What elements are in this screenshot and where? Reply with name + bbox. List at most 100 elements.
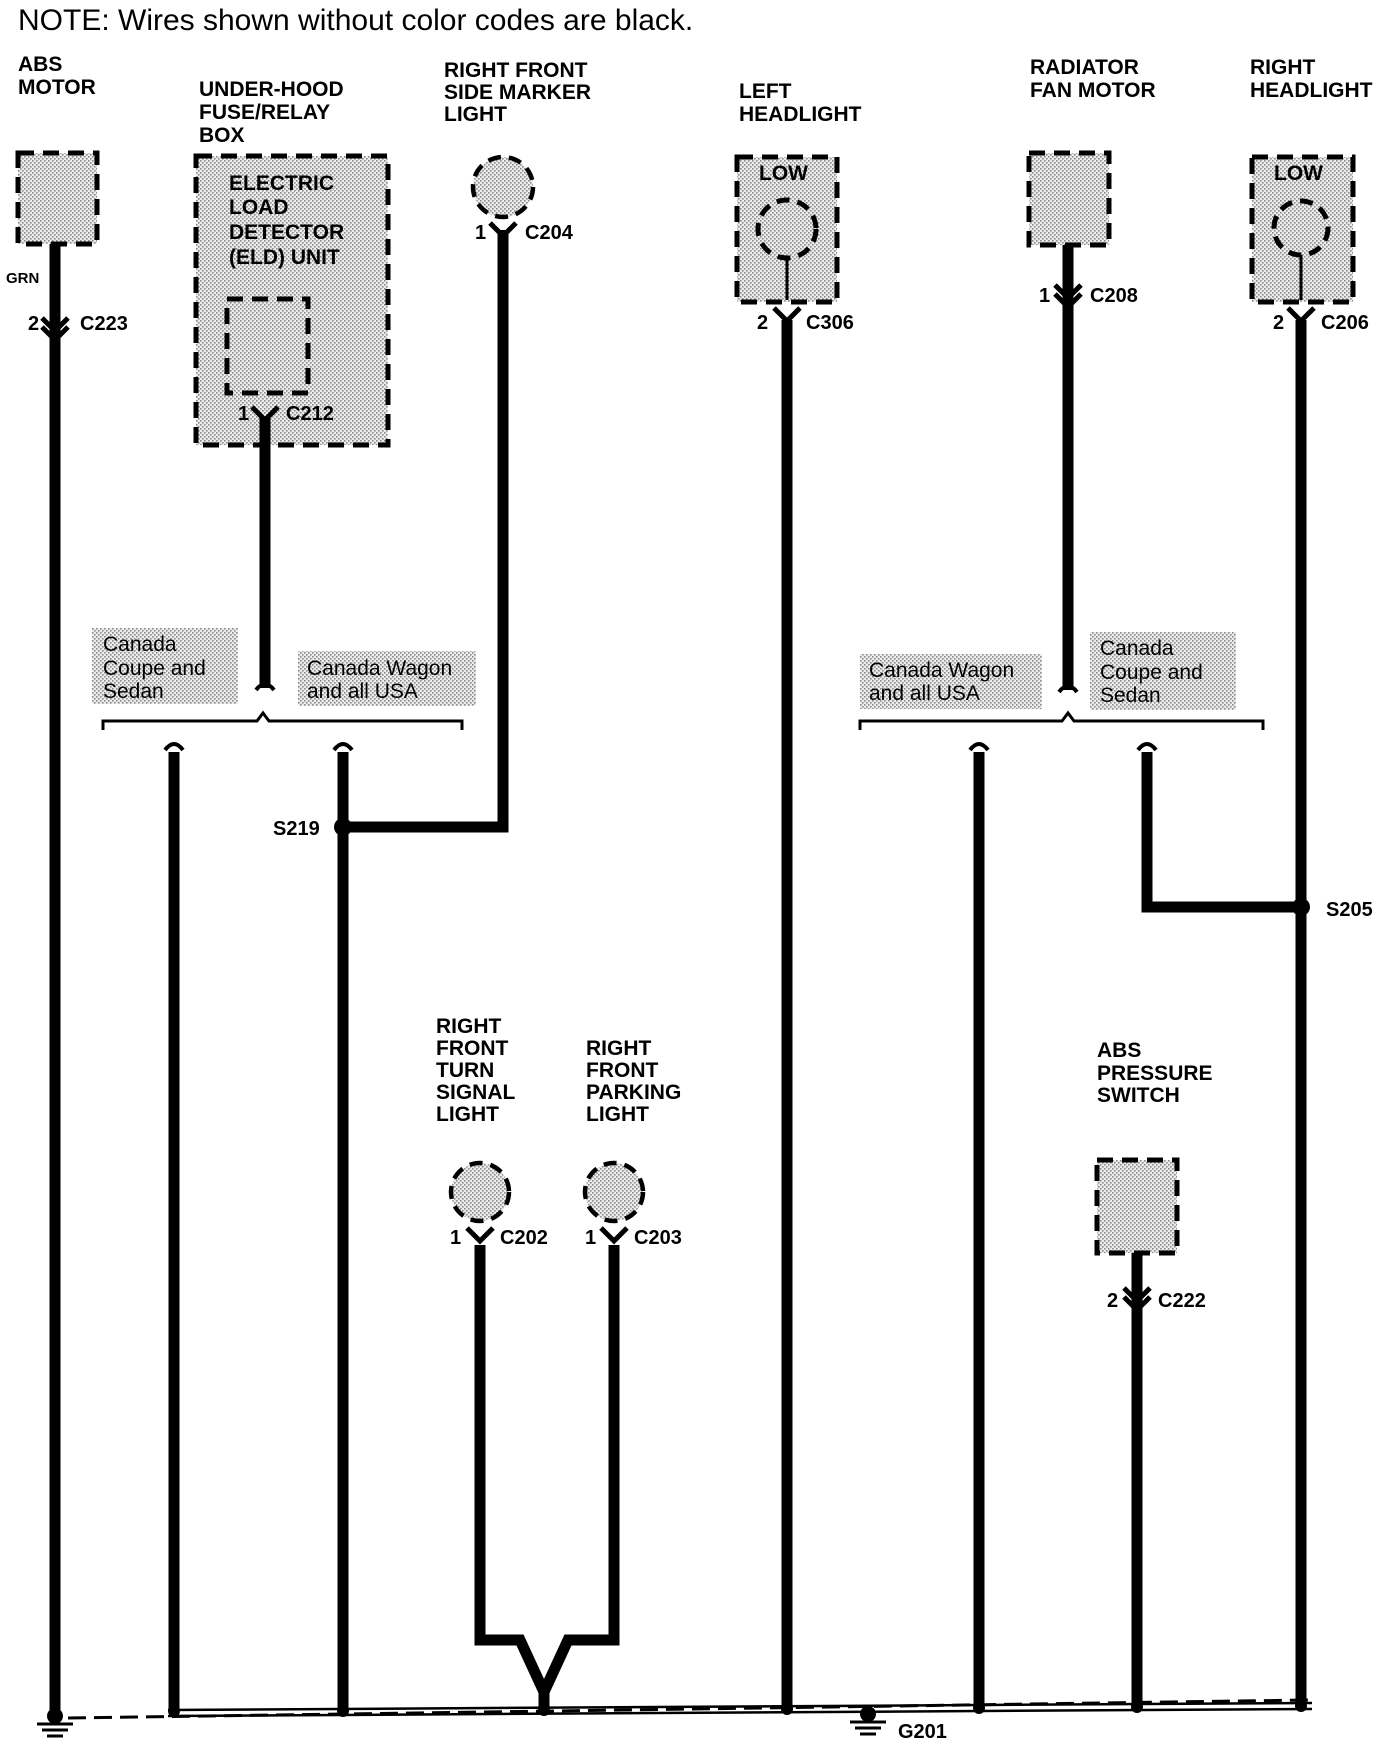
svg-text:C222: C222 xyxy=(1158,1290,1206,1312)
svg-text:MOTOR: MOTOR xyxy=(18,76,96,99)
connector-c208: 1 C208 xyxy=(1039,283,1138,311)
svg-text:FAN MOTOR: FAN MOTOR xyxy=(1030,79,1156,102)
right-front-turn-signal-bulb xyxy=(448,1160,512,1224)
svg-text:SIGNAL: SIGNAL xyxy=(436,1081,516,1104)
radiator-fan-motor-box xyxy=(1026,150,1112,248)
abs-pressure-switch-box xyxy=(1094,1157,1180,1256)
eld-unit-label: ELECTRIC LOAD DETECTOR (ELD) UNIT xyxy=(229,172,344,269)
svg-text:PRESSURE: PRESSURE xyxy=(1097,1062,1213,1085)
connector-c202: 1 C202 xyxy=(450,1226,548,1249)
left-headlight-label: LEFT HEADLIGHT xyxy=(739,80,862,126)
svg-text:2: 2 xyxy=(1273,312,1284,334)
svg-text:PARKING: PARKING xyxy=(586,1081,681,1104)
svg-text:ABS: ABS xyxy=(18,53,62,76)
svg-text:FRONT: FRONT xyxy=(436,1037,508,1060)
right-headlight-label: RIGHT HEADLIGHT xyxy=(1250,56,1373,102)
svg-text:FRONT: FRONT xyxy=(586,1059,658,1082)
variant-brace-right xyxy=(858,710,1265,730)
svg-text:C306: C306 xyxy=(806,312,854,334)
right-front-side-marker-bulb xyxy=(470,154,536,220)
svg-text:C204: C204 xyxy=(525,222,574,244)
abs-motor-label: ABS MOTOR xyxy=(18,53,96,99)
svg-text:1: 1 xyxy=(1039,285,1050,307)
variant-label-canada-coupe-sedan-right: Canada Coupe and Sedan xyxy=(1100,637,1203,707)
ground-g201-symbol xyxy=(850,1706,886,1736)
connector-c212: 1 C212 xyxy=(238,403,334,425)
connector-c222: 2 C222 xyxy=(1107,1286,1206,1314)
svg-text:and all USA: and all USA xyxy=(869,682,980,705)
right-front-parking-bulb xyxy=(582,1160,646,1224)
svg-text:RADIATOR: RADIATOR xyxy=(1030,56,1139,79)
svg-text:1: 1 xyxy=(238,403,249,425)
abs-pressure-switch-label: ABS PRESSURE SWITCH xyxy=(1097,1039,1213,1107)
svg-text:Coupe and: Coupe and xyxy=(103,657,206,680)
ground-symbol-abs xyxy=(37,1708,73,1738)
svg-text:C202: C202 xyxy=(500,1227,548,1249)
connector-c306: 2 C306 xyxy=(757,306,854,334)
svg-text:SIDE MARKER: SIDE MARKER xyxy=(444,81,591,104)
svg-text:Canada: Canada xyxy=(1100,637,1174,660)
svg-text:Canada: Canada xyxy=(103,633,177,656)
svg-text:2: 2 xyxy=(757,312,768,334)
splice-s219: S219 xyxy=(273,818,352,840)
connector-c206: 2 C206 xyxy=(1273,306,1369,334)
connector-c204: 1 C204 xyxy=(475,221,574,244)
variant-brace-left xyxy=(101,710,464,730)
svg-text:LOAD: LOAD xyxy=(229,196,289,219)
right-headlight-low-label: LOW xyxy=(1274,162,1323,185)
svg-text:BOX: BOX xyxy=(199,124,245,147)
ground-g201-label: G201 xyxy=(898,1721,947,1743)
svg-text:FUSE/RELAY: FUSE/RELAY xyxy=(199,101,330,124)
svg-text:Sedan: Sedan xyxy=(1100,684,1161,707)
svg-text:HEADLIGHT: HEADLIGHT xyxy=(739,103,862,126)
variant-label-canada-wagon-usa-right: Canada Wagon and all USA xyxy=(869,659,1014,705)
connector-c203: 1 C203 xyxy=(585,1226,682,1249)
svg-text:Canada Wagon: Canada Wagon xyxy=(307,657,452,680)
svg-text:1: 1 xyxy=(475,222,486,244)
svg-text:DETECTOR: DETECTOR xyxy=(229,221,344,244)
diagram-note: NOTE: Wires shown without color codes ar… xyxy=(18,4,693,37)
svg-text:TURN: TURN xyxy=(436,1059,494,1082)
svg-text:LIGHT: LIGHT xyxy=(444,103,507,126)
variant-label-canada-coupe-sedan-left: Canada Coupe and Sedan xyxy=(103,633,206,703)
svg-text:Coupe and: Coupe and xyxy=(1100,661,1203,684)
svg-text:ABS: ABS xyxy=(1097,1039,1141,1062)
under-hood-fuse-relay-box-label: UNDER-HOOD FUSE/RELAY BOX xyxy=(199,78,344,147)
svg-text:Canada Wagon: Canada Wagon xyxy=(869,659,1014,682)
svg-text:S219: S219 xyxy=(273,818,320,840)
svg-text:Sedan: Sedan xyxy=(103,680,164,703)
right-front-parking-light-label: RIGHT FRONT PARKING LIGHT xyxy=(586,1037,681,1126)
abs-motor-box xyxy=(15,150,100,247)
connector-c223: 2 C223 GRN xyxy=(6,270,128,344)
variant-label-canada-wagon-usa-left: Canada Wagon and all USA xyxy=(307,657,452,703)
svg-text:C223: C223 xyxy=(80,313,128,335)
wires xyxy=(49,230,1307,1718)
svg-text:HEADLIGHT: HEADLIGHT xyxy=(1250,79,1373,102)
svg-text:C208: C208 xyxy=(1090,285,1138,307)
svg-text:RIGHT: RIGHT xyxy=(1250,56,1316,79)
svg-text:(ELD) UNIT: (ELD) UNIT xyxy=(229,246,340,269)
svg-text:C203: C203 xyxy=(634,1227,682,1249)
svg-text:2: 2 xyxy=(28,313,39,335)
svg-text:LIGHT: LIGHT xyxy=(436,1103,499,1126)
svg-text:and all USA: and all USA xyxy=(307,680,418,703)
svg-text:2: 2 xyxy=(1107,1290,1118,1312)
right-front-side-marker-light-label: RIGHT FRONT SIDE MARKER LIGHT xyxy=(444,59,591,126)
svg-text:1: 1 xyxy=(450,1227,461,1249)
svg-text:RIGHT: RIGHT xyxy=(586,1037,652,1060)
eld-unit-box xyxy=(224,296,311,396)
svg-text:RIGHT: RIGHT xyxy=(436,1015,502,1038)
ground-bus xyxy=(67,1698,1313,1720)
splice-s205: S205 xyxy=(1292,898,1373,921)
svg-text:LEFT: LEFT xyxy=(739,80,792,103)
svg-text:RIGHT FRONT: RIGHT FRONT xyxy=(444,59,588,82)
svg-text:LIGHT: LIGHT xyxy=(586,1103,649,1126)
svg-text:C212: C212 xyxy=(286,403,334,425)
svg-text:ELECTRIC: ELECTRIC xyxy=(229,172,334,195)
radiator-fan-motor-label: RADIATOR FAN MOTOR xyxy=(1030,56,1156,102)
svg-text:1: 1 xyxy=(585,1227,596,1249)
svg-text:C206: C206 xyxy=(1321,312,1369,334)
svg-text:S205: S205 xyxy=(1326,899,1373,921)
left-headlight-low-label: LOW xyxy=(759,162,808,185)
